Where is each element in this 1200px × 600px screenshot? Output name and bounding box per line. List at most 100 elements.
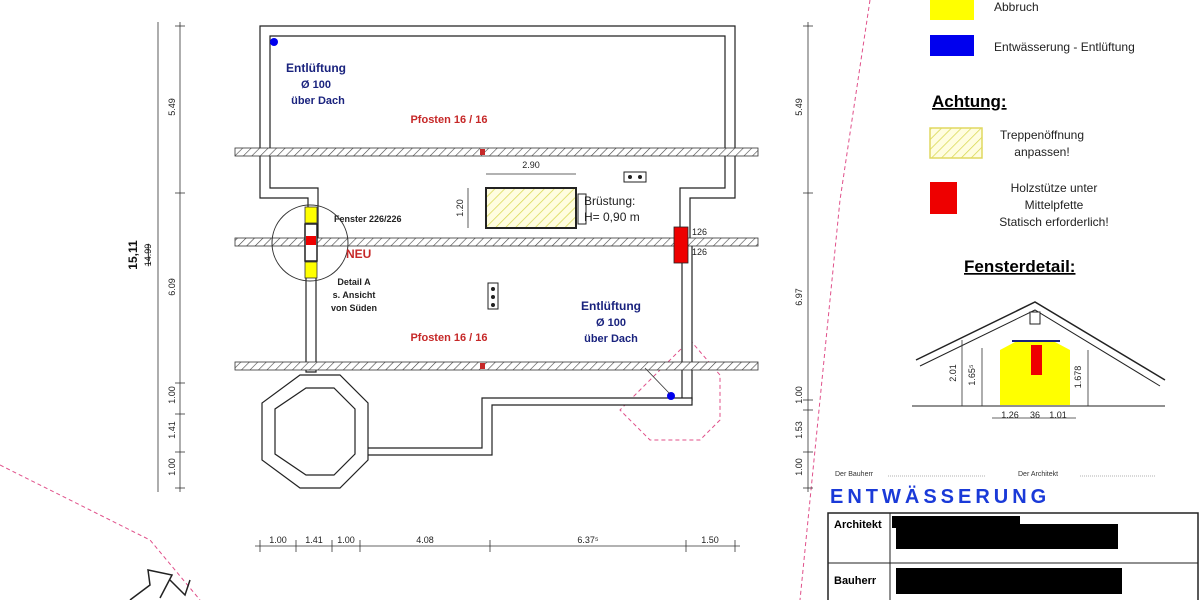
vent-bottom-line1: Entlüftung [581, 299, 641, 313]
legend-label-drainage: Entwässerung - Entlüftung [994, 40, 1135, 54]
architect-sign-label: Der Architekt [1018, 471, 1058, 478]
legend-swatch-blue [930, 35, 974, 56]
left-dim-1: 5.49 [167, 98, 177, 116]
legend-label-demolition: Abbruch [994, 0, 1039, 14]
vent-top-line3: über Dach [291, 95, 345, 107]
vent-top-line2: Ø 100 [301, 79, 331, 91]
vent-bottom-line2: Ø 100 [596, 317, 626, 329]
row-label-owner: Bauherr [834, 575, 877, 587]
warning-item2-line1: Holzstütze unter [1011, 181, 1098, 195]
vent-bottom-line3: über Dach [584, 333, 638, 345]
legend-swatch-hatch [929, 127, 983, 159]
detail-width-1: 1.26 [1001, 410, 1019, 420]
roof-outline [915, 301, 1166, 381]
post-marker-top [480, 149, 485, 155]
bottom-dim-5: 6.37⁵ [577, 535, 599, 545]
dimension-bottom-labels: 1.00 1.41 1.00 4.08 6.37⁵ 1.50 [269, 535, 719, 545]
dimension-left [157, 22, 185, 492]
left-dim-2: 6.09 [167, 278, 177, 296]
window-label: Fenster 226/226 [334, 214, 402, 224]
purlin-top [234, 147, 759, 157]
redacted-architect-2 [896, 524, 1118, 549]
post-dim-2: 126 [692, 247, 707, 257]
dimension-bottom [255, 540, 740, 552]
parapet-line1: Brüstung: [584, 194, 635, 208]
dimension-right [803, 22, 813, 492]
vent-leader [644, 367, 671, 395]
tower-inner [274, 387, 356, 476]
owner-sign-label: Der Bauherr [835, 471, 874, 478]
dimension-left-labels: 5.49 6.09 1.00 1.41 1.00 15,11 14.99 [126, 98, 177, 476]
right-wall-lower [681, 239, 693, 401]
bottom-dim-1: 1.00 [269, 535, 287, 545]
left-dim-3: 1.00 [167, 386, 177, 404]
bottom-dim-6: 1.50 [701, 535, 719, 545]
post-red-right [673, 226, 689, 264]
left-dim-4: 1.41 [167, 421, 177, 439]
lower-step-wall [355, 397, 693, 456]
purlin-bottom [234, 361, 759, 371]
north-arrow-icon [129, 569, 191, 600]
detail-line2: s. Ansicht [333, 290, 376, 300]
opening-height-label: 1.20 [455, 199, 465, 217]
vent-dot-top [270, 38, 278, 46]
left-total-old: 14.99 [143, 244, 153, 267]
property-line-right [799, 0, 871, 600]
vent-dot-bottom [667, 392, 675, 400]
dimension-right-labels: 5.49 6.97 1.00 1.53 1.00 [794, 98, 804, 476]
warning-item1-line1: Treppenöffnung [1000, 128, 1084, 142]
detail-width-3: 1.01 [1049, 410, 1067, 420]
dormer-red-post [1031, 345, 1042, 375]
window-red-post [306, 236, 316, 245]
post-top-label: Pfosten 16 / 16 [410, 114, 487, 126]
vent-top-line1: Entlüftung [286, 61, 346, 75]
bottom-dim-4: 4.08 [416, 535, 434, 545]
property-lines [0, 0, 871, 600]
detail-line1: Detail A [337, 277, 371, 287]
legend: Abbruch Entwässerung - Entlüftung Achtun… [929, 0, 1135, 229]
right-dim-1: 5.49 [794, 98, 804, 116]
post-bottom-label: Pfosten 16 / 16 [410, 332, 487, 344]
redacted-owner [896, 568, 1122, 594]
new-label: NEU [346, 247, 371, 261]
detail-width-2: 36 [1030, 410, 1040, 420]
warning-item1-line2: anpassen! [1014, 145, 1069, 159]
terrace-outline [619, 339, 721, 441]
detail-line3: von Süden [331, 303, 377, 313]
window-yellow-top [304, 206, 318, 224]
warning-heading: Achtung: [932, 92, 1007, 111]
window-detail: Fensterdetail: 2.01 1.65⁵ 1.678 1.26 36 … [912, 257, 1166, 420]
roof-outline-inner [919, 309, 1161, 387]
roof-vent [1029, 311, 1041, 325]
row-label-architect: Architekt [834, 519, 882, 531]
right-dim-5: 1.00 [794, 458, 804, 476]
drawing-title: ENTWÄSSERUNG [830, 485, 1050, 508]
right-dim-3: 1.00 [794, 386, 804, 404]
detail-height-2: 1.65⁵ [967, 364, 977, 386]
stair-opening [485, 187, 577, 229]
legend-swatch-yellow [930, 0, 974, 20]
socket-icon-lower [487, 282, 499, 310]
detail-a-circle [271, 204, 349, 282]
right-dim-2: 6.97 [794, 288, 804, 306]
socket-icon [623, 171, 647, 183]
purlin-middle [234, 237, 759, 247]
detail-height-1: 2.01 [948, 364, 958, 382]
opening-width-label: 2.90 [522, 160, 540, 170]
bottom-dim-2: 1.41 [305, 535, 323, 545]
left-dim-5: 1.00 [167, 458, 177, 476]
legend-swatch-red [930, 182, 957, 214]
left-total: 15,11 [126, 240, 140, 270]
post-marker-bottom [480, 363, 485, 369]
post-dim-1: 126 [692, 227, 707, 237]
detail-height-3: 1.678 [1073, 366, 1083, 389]
stair-small-rect [577, 193, 587, 225]
window-yellow-bottom [304, 261, 318, 279]
bottom-dim-3: 1.00 [337, 535, 355, 545]
parapet-line2: H= 0,90 m [584, 210, 640, 224]
title-block: Der Bauherr Der Architekt ENTWÄSSERUNG A… [827, 471, 1199, 600]
floor-plan [234, 25, 759, 489]
window-detail-heading: Fensterdetail: [964, 257, 1075, 276]
warning-item2-line2: Mittelpfette [1025, 198, 1084, 212]
right-dim-4: 1.53 [794, 421, 804, 439]
